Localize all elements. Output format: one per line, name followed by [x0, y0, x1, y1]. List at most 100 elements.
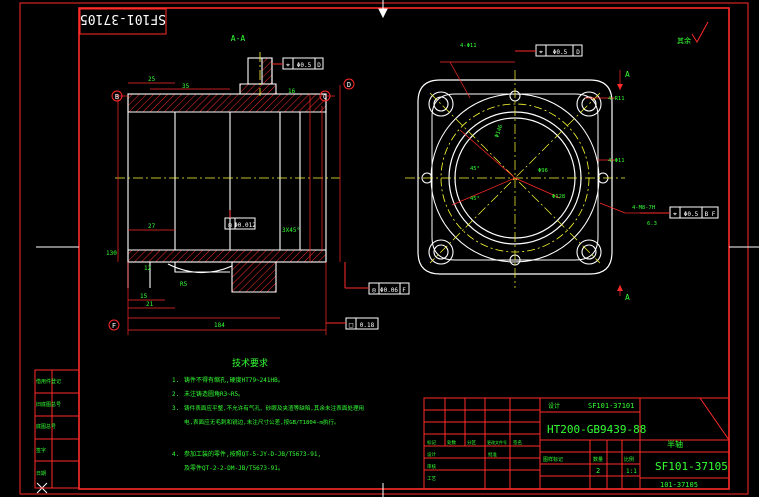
side-registration-table	[34, 369, 80, 489]
svg-text:□: □	[349, 321, 353, 329]
qty-label: 数量	[593, 456, 603, 463]
tech-item-2: 未注铸造圆角R3~R5。	[184, 390, 244, 398]
tech-item-3b: 电,表面应无毛刺和锐边,未注尺寸公差,按GB/T1804-m执行。	[184, 418, 340, 426]
datum-c: C	[319, 90, 331, 102]
dim-chamfer: 3X45°	[282, 227, 300, 234]
scale-label: 图样标记	[543, 456, 563, 463]
svg-text:处数: 处数	[447, 439, 456, 446]
dim-15: 15	[140, 293, 148, 300]
fcf-right-top: ⌖ Φ0.5 D	[515, 44, 583, 57]
bolt-holes	[428, 91, 602, 265]
svg-text:Φ0.5: Φ0.5	[553, 49, 568, 56]
side-label-0: 借用件登记	[36, 378, 61, 385]
label-45b: 45°	[470, 196, 480, 202]
label-phi146: Φ146	[494, 124, 504, 139]
section-view: B C D F 25 35 16 27 130 184 21 15 12 R5 …	[106, 52, 410, 335]
dim-12: 12	[144, 265, 152, 272]
svg-text:4.: 4.	[172, 451, 179, 458]
part-number-small: 101-37105	[660, 481, 698, 489]
svg-text:3.: 3.	[172, 405, 179, 412]
part-number: SF101-37105	[655, 460, 728, 473]
section-label: A-A	[231, 34, 246, 43]
ratio-label: 比例	[624, 456, 634, 463]
title-block	[423, 397, 730, 490]
label-roughness: 6.3	[647, 221, 657, 227]
fcf-pos-b: ◎ Φ0.012	[224, 210, 256, 230]
outer-border	[19, 2, 749, 495]
rotated-code-box: SF101-37105	[79, 8, 167, 35]
svg-text:A: A	[625, 293, 630, 302]
inner-border	[78, 7, 730, 490]
label-thread: 4-M8-7H	[632, 205, 655, 211]
end-view-leaders	[440, 61, 640, 296]
tech-title: 技术要求	[232, 357, 268, 369]
svg-text:A: A	[625, 70, 630, 79]
dim-184: 184	[214, 322, 225, 329]
dim-25: 25	[148, 76, 156, 83]
dim-35: 35	[182, 83, 190, 90]
title-block-text: 设计 SF101-37101 HT200-GB9439-88 半轴 图样标记 数…	[427, 402, 728, 489]
svg-text:⌖: ⌖	[539, 48, 543, 56]
svg-text:B: B	[115, 93, 119, 101]
end-view-labels: 4-Φ11 4-R11 4-Φ11 4-M8-7H 45° 45° Φ96 Φ1…	[460, 43, 657, 227]
svg-text:B F: B F	[705, 211, 716, 218]
fcf-flat: □ 0.18	[326, 317, 379, 330]
svg-text:◎: ◎	[228, 221, 233, 229]
dim-16: 16	[288, 88, 296, 95]
section-hatching	[127, 57, 327, 293]
svg-text:审核: 审核	[427, 463, 436, 470]
svg-text:D: D	[317, 62, 321, 69]
sheet-frame	[19, 2, 749, 495]
label-holes: 4-Φ11	[460, 43, 477, 49]
label-45a: 45°	[470, 166, 480, 172]
svg-text:Φ0.5: Φ0.5	[684, 211, 699, 218]
tech-item-1: 铸件不得有缩孔,硬度HT79~241HB。	[184, 376, 284, 384]
dim-r5: R5	[180, 281, 188, 288]
svg-text:D: D	[576, 49, 580, 56]
svg-text:其余: 其余	[677, 36, 691, 45]
svg-text:分区: 分区	[467, 439, 476, 446]
svg-text:D: D	[347, 81, 351, 89]
svg-text:⌖: ⌖	[673, 210, 677, 218]
dim-27: 27	[148, 223, 156, 230]
side-label-2: 底图总号	[36, 423, 56, 430]
svg-text:签名: 签名	[513, 439, 522, 446]
flange-outline-inner	[431, 93, 599, 261]
fcf-top: ⌖ Φ0.5 D	[272, 57, 324, 70]
end-view-centerlines	[405, 70, 625, 288]
view-arrow-bottom: A	[617, 285, 630, 302]
qty-value: 2	[596, 467, 600, 475]
fcf-right-side: ⌖ Φ0.5 B F	[640, 206, 719, 219]
view-arrow-top: A	[617, 70, 630, 90]
svg-text:批准: 批准	[488, 451, 497, 458]
svg-text:设计: 设计	[427, 451, 436, 458]
svg-text:◎: ◎	[372, 286, 377, 294]
side-label-1: 旧底图总号	[36, 401, 61, 408]
label-phi120: Φ128	[552, 194, 565, 200]
label-phi96: Φ96	[538, 168, 548, 174]
tech-item-4b: 及零件QT-2-2-DM-JB/T5673-91。	[184, 464, 284, 472]
material-head: SF101-37101	[588, 402, 634, 410]
end-view: 4-Φ11 4-R11 4-Φ11 4-M8-7H 45° 45° Φ96 Φ1…	[405, 43, 719, 302]
svg-text:标记: 标记	[427, 439, 436, 446]
rotated-code: SF101-37105	[80, 11, 166, 26]
svg-text:0.18: 0.18	[360, 322, 375, 329]
label-r11: 4-R11	[608, 96, 625, 102]
side-table-labels: 借用件登记 旧底图总号 底图总号 签字 日期	[36, 378, 61, 477]
tech-item-4: 参加工装的零件,按照QT-5-JY-D-JB/T5673-91,	[184, 450, 321, 458]
tech-item-3: 铸件表面应平整,不允许有气孔、砂眼及夹渣等缺陷,其余未注表面处理用	[184, 404, 364, 412]
side-label-4: 日期	[36, 471, 46, 477]
centering-marks	[36, 0, 759, 497]
tech-requirements: 技术要求 1. 铸件不得有缩孔,硬度HT79~241HB。 2. 未注铸造圆角R…	[172, 357, 364, 472]
svg-text:2.: 2.	[172, 391, 179, 398]
svg-text:Φ0.06: Φ0.06	[380, 287, 398, 294]
part-name: 半轴	[667, 439, 683, 449]
roughness-corner: 其余	[677, 21, 709, 45]
datum-b: B	[111, 90, 123, 102]
section-dims	[115, 82, 341, 335]
material-head-label: 设计	[548, 402, 560, 410]
svg-text:⌖: ⌖	[286, 61, 290, 69]
svg-text:F: F	[402, 287, 406, 294]
svg-text:Φ0.012: Φ0.012	[234, 222, 256, 229]
